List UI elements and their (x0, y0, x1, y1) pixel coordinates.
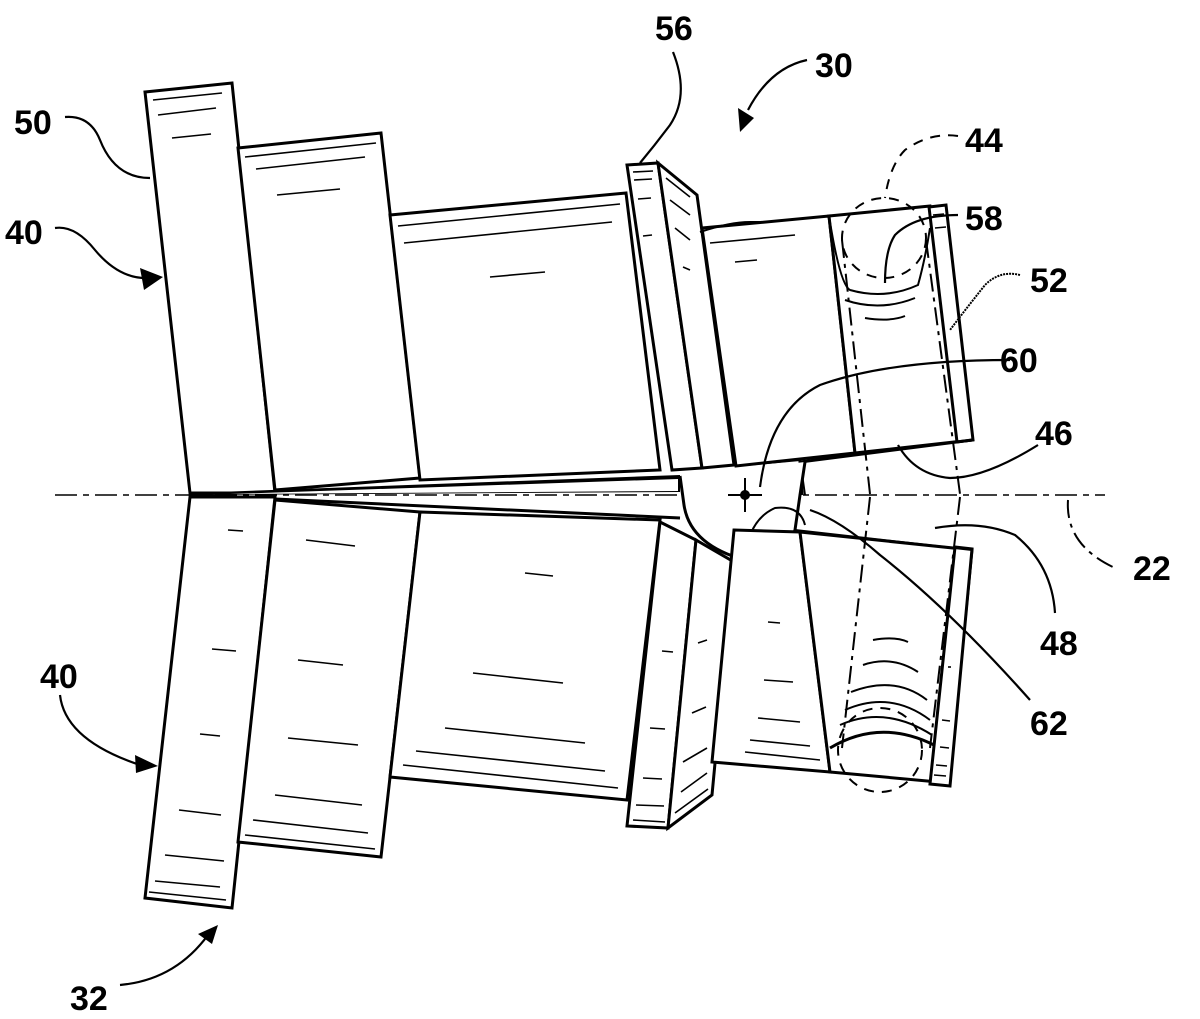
upper-flange-56-side (655, 159, 736, 470)
leader-50 (64, 115, 151, 180)
phantom-circle-44-upper (841, 197, 927, 279)
arrowhead-40-upper (140, 268, 163, 290)
label-52: 52 (1030, 262, 1068, 300)
label-40-upper: 40 (5, 214, 43, 252)
label-48: 48 (1040, 625, 1078, 663)
label-58: 58 (965, 200, 1003, 238)
lower-step-48 (794, 529, 973, 551)
upper-body-3 (388, 191, 662, 482)
label-30: 30 (815, 47, 853, 85)
label-46: 46 (1035, 415, 1073, 453)
leader-lines (54, 51, 1116, 987)
leader-30 (747, 58, 808, 111)
upper-end-ring-52 (927, 203, 975, 444)
upper-half (143, 81, 975, 496)
phantom-line-upper-left (841, 239, 871, 495)
upper-end-ring-hatch (932, 213, 945, 216)
upper-end-ring-hatch-2 (934, 226, 947, 229)
reference-numerals: 50 40 40 32 56 30 44 58 52 60 46 22 48 6… (5, 10, 1171, 1018)
leader-58 (883, 213, 959, 284)
leader-40-upper (54, 226, 151, 280)
upper-groove-curve-58 (828, 215, 931, 295)
center-region (55, 461, 1105, 562)
phantom-line-lower-right (929, 496, 961, 749)
upper-body-3-shading (397, 203, 621, 278)
lower-body-2 (236, 498, 422, 859)
upper-body-5-shading (709, 234, 796, 263)
upper-groove-curve-2 (844, 297, 916, 307)
wedge-gap (230, 479, 678, 494)
leader-52 (949, 272, 1021, 331)
label-62: 62 (1030, 705, 1068, 743)
label-44: 44 (965, 122, 1003, 160)
arrowhead-30 (738, 108, 754, 132)
lower-half (143, 495, 974, 910)
label-56: 56 (655, 10, 693, 48)
label-22: 22 (1133, 550, 1171, 588)
upper-body-2-shading (244, 142, 377, 196)
lower-flange-56-side (666, 537, 736, 832)
leader-44 (884, 134, 959, 199)
leader-46 (897, 444, 1039, 480)
phantom-circle-lower (837, 707, 923, 793)
upper-groove-curve-3 (864, 315, 906, 321)
lower-body-5-shading (744, 621, 821, 761)
leader-22 (1066, 499, 1116, 569)
leader-62 (809, 508, 1031, 701)
lower-body-2-shading (244, 539, 376, 850)
lower-flange-1-shading (148, 529, 244, 901)
upper-flange-56-shading (632, 170, 691, 271)
arrowhead-40-lower (135, 755, 158, 773)
upper-body-5-lip (699, 221, 770, 233)
leader-32 (119, 934, 209, 987)
label-60: 60 (1000, 342, 1038, 380)
lower-flange-56-shading (632, 639, 709, 823)
lower-body-3 (388, 510, 662, 802)
arrowhead-32 (198, 925, 218, 944)
phantom-line-upper-right (925, 239, 961, 495)
label-32: 32 (70, 980, 108, 1018)
leader-60 (758, 358, 1011, 488)
lower-end-ring-shading (933, 666, 951, 777)
label-40-lower: 40 (40, 658, 78, 696)
leader-56 (639, 51, 682, 164)
leader-40-lower (58, 694, 141, 767)
lower-body-3-shading (402, 572, 619, 789)
upper-flange-1-shading (152, 92, 223, 139)
leader-48 (934, 524, 1057, 614)
label-50: 50 (14, 104, 52, 142)
upper-step-outline (734, 458, 806, 496)
